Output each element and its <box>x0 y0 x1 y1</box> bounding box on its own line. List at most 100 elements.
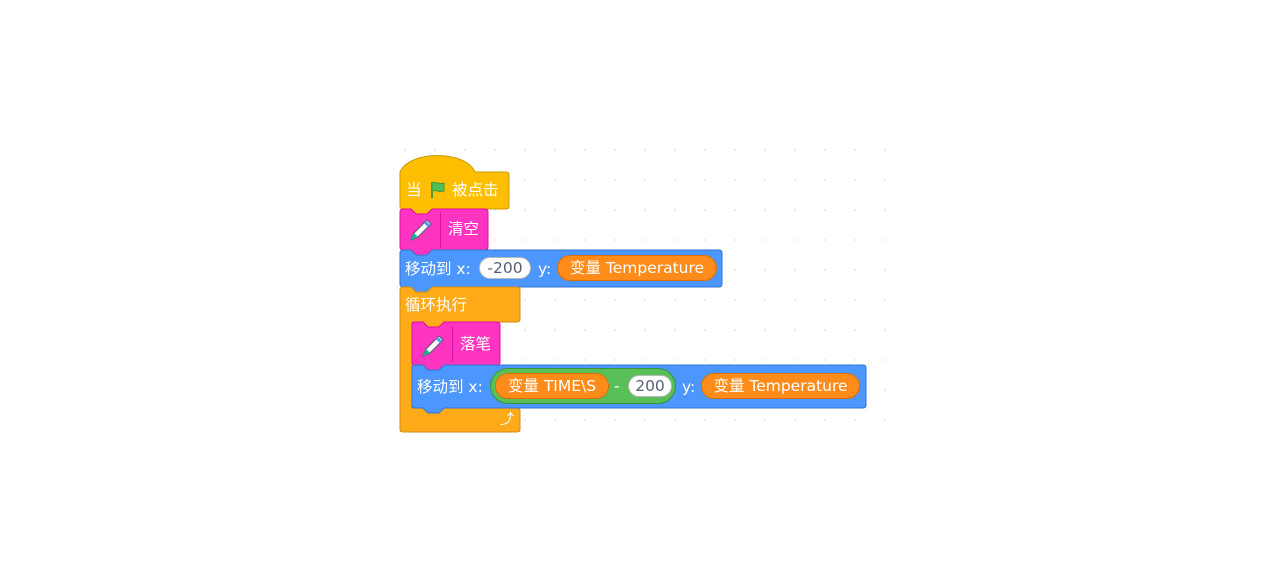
grid-dot <box>854 239 856 241</box>
grid-dot <box>554 149 556 151</box>
grid-dot <box>674 209 676 211</box>
grid-dot <box>794 359 796 361</box>
grid-dot <box>584 209 586 211</box>
grid-dot <box>764 329 766 331</box>
grid-dot <box>884 149 886 151</box>
grid-dot <box>734 239 736 241</box>
grid-dot <box>674 419 676 421</box>
grid-dot <box>494 149 496 151</box>
grid-dot <box>734 329 736 331</box>
grid-dot <box>614 239 616 241</box>
grid-dot <box>884 419 886 421</box>
grid-dot <box>734 419 736 421</box>
grid-dot <box>764 359 766 361</box>
grid-dot <box>464 149 466 151</box>
grid-dot <box>644 419 646 421</box>
grid-dot <box>644 239 646 241</box>
grid-dot <box>524 149 526 151</box>
grid-dot <box>824 209 826 211</box>
forever-block[interactable] <box>399 286 521 433</box>
variable-reporter-temperature-1[interactable]: 变量 Temperature <box>557 255 717 281</box>
grid-dot <box>734 149 736 151</box>
grid-dot <box>494 209 496 211</box>
grid-dot <box>554 329 556 331</box>
grid-dot <box>614 359 616 361</box>
hat-prefix-label: 当 <box>406 181 422 199</box>
grid-dot <box>704 359 706 361</box>
grid-dot <box>584 329 586 331</box>
subtract-operator-reporter[interactable]: 变量 TIME\S - 200 <box>490 368 676 404</box>
grid-dot <box>794 179 796 181</box>
grid-dot <box>764 239 766 241</box>
grid-dot <box>614 149 616 151</box>
grid-dot <box>524 209 526 211</box>
grid-dot <box>794 269 796 271</box>
grid-dot <box>824 299 826 301</box>
grid-dot <box>644 359 646 361</box>
grid-dot <box>734 269 736 271</box>
grid-dot <box>554 239 556 241</box>
variable-reporter-time[interactable]: 变量 TIME\S <box>495 373 609 399</box>
variable-reporter-temperature-2[interactable]: 变量 Temperature <box>701 373 860 399</box>
grid-dot <box>854 269 856 271</box>
grid-dot <box>764 419 766 421</box>
goto-2-y-label: y: <box>682 378 696 396</box>
grid-dot <box>764 269 766 271</box>
x-value-input-1[interactable]: -200 <box>479 257 531 279</box>
grid-dot <box>854 419 856 421</box>
grid-dot <box>614 299 616 301</box>
pen-block-divider <box>440 212 441 248</box>
grid-dot <box>524 419 526 421</box>
operator-minus-label: - <box>614 377 620 395</box>
forever-label: 循环执行 <box>405 296 468 314</box>
grid-dot <box>644 209 646 211</box>
grid-dot <box>644 149 646 151</box>
grid-dot <box>704 209 706 211</box>
grid-dot <box>854 209 856 211</box>
operand-input[interactable]: 200 <box>628 375 672 397</box>
goto-1-y-label: y: <box>538 260 552 278</box>
pen-block-divider <box>452 326 453 362</box>
grid-dot <box>884 209 886 211</box>
grid-dot <box>884 329 886 331</box>
pen-down-label: 落笔 <box>460 335 492 353</box>
grid-dot <box>884 179 886 181</box>
grid-dot <box>884 389 886 391</box>
grid-dot <box>704 419 706 421</box>
grid-dot <box>824 419 826 421</box>
grid-dot <box>884 239 886 241</box>
grid-dot <box>554 179 556 181</box>
grid-dot <box>554 419 556 421</box>
grid-dot <box>614 419 616 421</box>
grid-dot <box>824 179 826 181</box>
grid-dot <box>764 209 766 211</box>
grid-dot <box>584 179 586 181</box>
grid-dot <box>854 299 856 301</box>
grid-dot <box>554 299 556 301</box>
grid-dot <box>434 149 436 151</box>
grid-dot <box>854 149 856 151</box>
grid-dot <box>734 209 736 211</box>
grid-dot <box>764 149 766 151</box>
grid-dot <box>884 269 886 271</box>
grid-dot <box>794 419 796 421</box>
grid-dot <box>584 149 586 151</box>
grid-dot <box>584 419 586 421</box>
grid-dot <box>854 179 856 181</box>
grid-dot <box>734 359 736 361</box>
grid-dot <box>584 299 586 301</box>
grid-dot <box>794 329 796 331</box>
grid-dot <box>794 149 796 151</box>
grid-dot <box>554 359 556 361</box>
grid-dot <box>554 209 556 211</box>
grid-dot <box>644 299 646 301</box>
goto-2-label: 移动到 x: <box>417 378 483 396</box>
grid-dot <box>524 359 526 361</box>
grid-dot <box>794 209 796 211</box>
clear-label: 清空 <box>448 220 480 238</box>
grid-dot <box>704 239 706 241</box>
grid-dot <box>614 329 616 331</box>
grid-dot <box>854 359 856 361</box>
